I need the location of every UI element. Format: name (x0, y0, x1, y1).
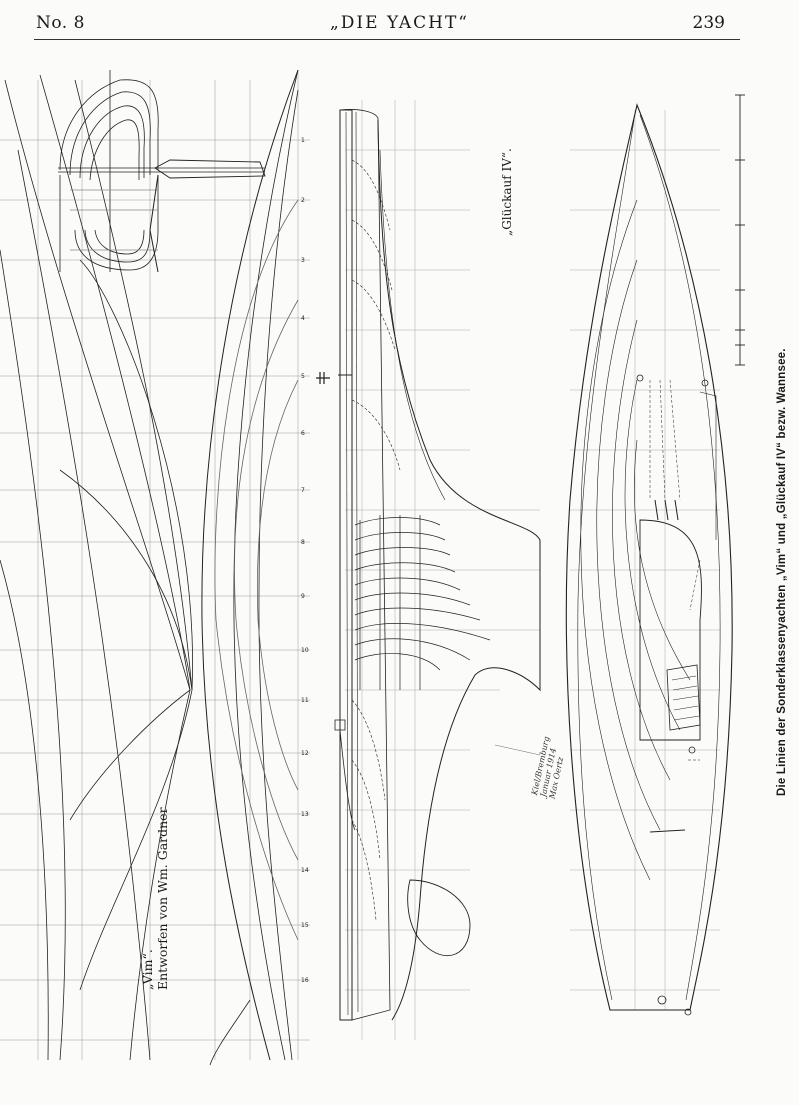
svg-text:4: 4 (301, 315, 305, 322)
glueckauf-label: „Glückauf IV“. (500, 148, 514, 236)
svg-text:3: 3 (301, 257, 305, 264)
svg-text:14: 14 (301, 867, 309, 874)
vim-body-plan (58, 70, 266, 273)
svg-text:13: 13 (301, 811, 309, 818)
vim-label: „Vim“. Entworfen von Wm. Gardner (140, 807, 170, 990)
svg-text:10: 10 (301, 647, 309, 654)
vim-designer: Entworfen von Wm. Gardner (155, 807, 170, 990)
svg-text:11: 11 (301, 697, 309, 704)
svg-text:1: 1 (301, 137, 305, 144)
svg-text:8: 8 (301, 539, 305, 546)
svg-text:7: 7 (301, 487, 305, 494)
page-header: No. 8 „DIE YACHT“ 239 (0, 0, 799, 40)
scale-bar (735, 94, 745, 366)
svg-text:6: 6 (301, 430, 305, 437)
glueckauf-plan-view (565, 103, 733, 1016)
svg-text:9: 9 (301, 593, 305, 600)
journal-title: „DIE YACHT“ (329, 13, 469, 33)
svg-text:12: 12 (301, 750, 309, 757)
svg-text:15: 15 (301, 922, 309, 929)
header-rule (34, 39, 740, 40)
plate-caption: Die Linien der Sonderklassenyachten „Vim… (776, 348, 788, 796)
issue-number: No. 8 (36, 13, 85, 33)
glueckauf-profile (316, 100, 541, 1040)
svg-text:5: 5 (301, 373, 305, 380)
vim-name: „Vim“. (140, 949, 155, 990)
svg-text:16: 16 (301, 977, 309, 984)
svg-text:2: 2 (301, 197, 305, 204)
page-number: 239 (692, 13, 725, 33)
